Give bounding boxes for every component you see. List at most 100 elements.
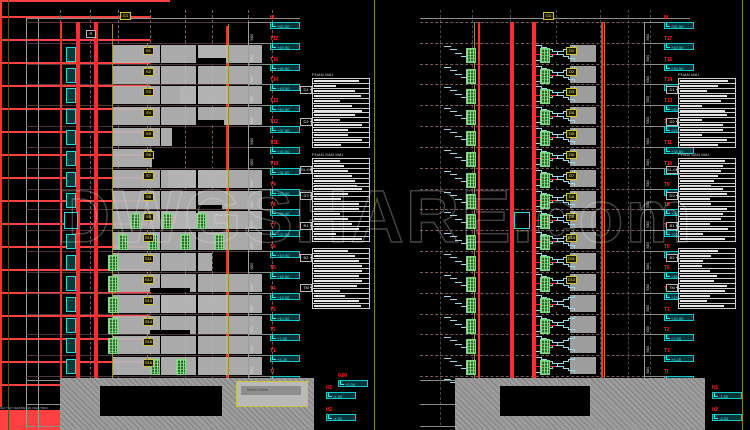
level-marker[interactable]: T1+4.20 [270,349,300,362]
legend-tag[interactable]: B2 [300,254,312,262]
legend-block[interactable] [312,112,370,148]
roof-tag[interactable]: R [86,30,96,38]
legend-block[interactable] [312,216,370,242]
callout-tag[interactable]: S7 [143,172,154,180]
callout-tag[interactable]: D11 [566,255,577,263]
callout-tag[interactable]: S12 [143,276,154,284]
level-marker[interactable]: T12+37.50 [270,120,300,133]
legend-tag[interactable]: SL-01 [300,166,312,174]
callout-tag[interactable]: D12 [566,276,577,284]
callout-tag[interactable]: D1 [566,47,577,55]
callout-tag[interactable]: D4 [566,109,577,117]
callout-tag[interactable]: D3 [566,88,577,96]
level-name: T10 [270,161,279,167]
callout-tag[interactable]: D9 [566,213,577,221]
balcony-stair [444,358,468,373]
top-callout-tag[interactable]: C1 [120,12,131,20]
legend-block[interactable]: PHAN MAI [678,72,736,114]
dim-value: 3000 [646,304,650,312]
grid-line [26,209,300,210]
level-marker[interactable]: T5+16.50 [270,266,300,279]
legend-tag[interactable]: D1 [666,86,678,94]
legend-tag[interactable]: D3 [666,192,678,200]
callout-tag[interactable]: S9 [143,213,154,221]
level-marker[interactable]: T17+49.50 [270,37,300,50]
legend-tag[interactable]: B1 [666,222,678,230]
level-marker[interactable]: T8+25.50 [270,203,300,216]
level-marker[interactable]: T9+28.50 [270,183,300,196]
level-marker[interactable]: T14+43.50 [270,78,300,91]
level-marker[interactable]: T4+13.50 [270,287,300,300]
furniture-block-2 [540,173,550,188]
level-marker[interactable]: M+52.50 [664,16,694,29]
callout-tag[interactable]: D2 [566,68,577,76]
level-marker[interactable]: T2+7.50 [664,328,694,341]
callout-tag[interactable]: S13 [143,297,154,305]
callout-tag[interactable]: S14 [143,318,154,326]
level-marker[interactable]: T3+10.50 [270,308,300,321]
callout-tag[interactable]: S10 [143,234,154,242]
basement-level-marker[interactable]: H1-1.50 [326,386,356,399]
legend-block[interactable]: PHAN MAI [312,72,370,114]
legend-block[interactable] [678,278,736,309]
legend-block[interactable] [678,186,736,217]
callout-tag[interactable]: D6 [566,151,577,159]
dim-value: 3000 [250,304,254,312]
legend-block[interactable] [678,112,736,148]
legend-block[interactable] [678,248,736,279]
legend-tag[interactable]: D1 [300,86,312,94]
level-marker[interactable]: T16+46.50 [664,58,694,71]
legend-tag[interactable]: D2 [300,118,312,126]
legend-block[interactable]: PHAN SAN MAI [678,152,736,189]
legend-block[interactable] [678,216,736,242]
level-elevation: -1.50 [712,392,742,399]
top-callout-tag[interactable]: C1 [543,12,554,20]
level-marker[interactable]: T3+10.50 [664,308,694,321]
ground-level-marker[interactable]: 0.00+0.00 [338,374,368,387]
legend-tag[interactable]: SL-01 [666,166,678,174]
furniture-block-2 [540,194,550,209]
callout-tag[interactable]: D7 [566,172,577,180]
dim-tick [644,251,645,272]
legend-tag[interactable]: TM [666,284,678,292]
callout-tag[interactable]: D10 [566,234,577,242]
legend-tag[interactable]: TM [300,284,312,292]
legend-block[interactable]: PHAN SAN MAI [312,152,370,189]
level-marker[interactable]: T1+4.20 [664,349,694,362]
legend-tag[interactable]: D2 [666,118,678,126]
level-marker[interactable]: M+52.50 [270,16,300,29]
level-marker[interactable]: T2+7.50 [270,328,300,341]
legend-tag[interactable]: D3 [300,192,312,200]
level-marker[interactable]: T13+40.50 [270,99,300,112]
level-marker[interactable]: T7+22.50 [270,224,300,237]
callout-tag[interactable]: D8 [566,193,577,201]
section-drawing-left[interactable] [0,0,372,430]
callout-tag[interactable]: S2 [143,68,154,76]
callout-tag[interactable]: S3 [143,88,154,96]
callout-tag[interactable]: S8 [143,193,154,201]
legend-block[interactable] [312,278,370,309]
callout-tag[interactable]: S11 [143,255,154,263]
level-marker[interactable]: T16+46.50 [270,58,300,71]
callout-tag[interactable]: S1 [143,47,154,55]
callout-tag[interactable]: D5 [566,130,577,138]
legend-tag[interactable]: B2 [666,254,678,262]
partition-2 [196,274,198,292]
callout-tag[interactable]: S4 [143,109,154,117]
basement-level-marker[interactable]: H1-1.50 [712,386,742,399]
legend-block[interactable] [312,248,370,279]
legend-block[interactable] [312,186,370,217]
callout-tag[interactable]: S5 [143,130,154,138]
basement-level-marker[interactable]: H2-4.50 [326,408,356,421]
level-marker[interactable]: T6+19.50 [270,245,300,258]
callout-tag[interactable]: S6 [143,151,154,159]
level-marker[interactable]: T10+31.50 [270,162,300,175]
level-marker[interactable]: T17+49.50 [664,37,694,50]
level-marker[interactable]: T11+34.50 [270,141,300,154]
callout-tag[interactable]: S15 [143,338,154,346]
legend-tag[interactable]: B1 [300,222,312,230]
callout-tag[interactable]: S16 [143,359,154,367]
basement-level-marker[interactable]: H2-4.50 [712,408,742,421]
